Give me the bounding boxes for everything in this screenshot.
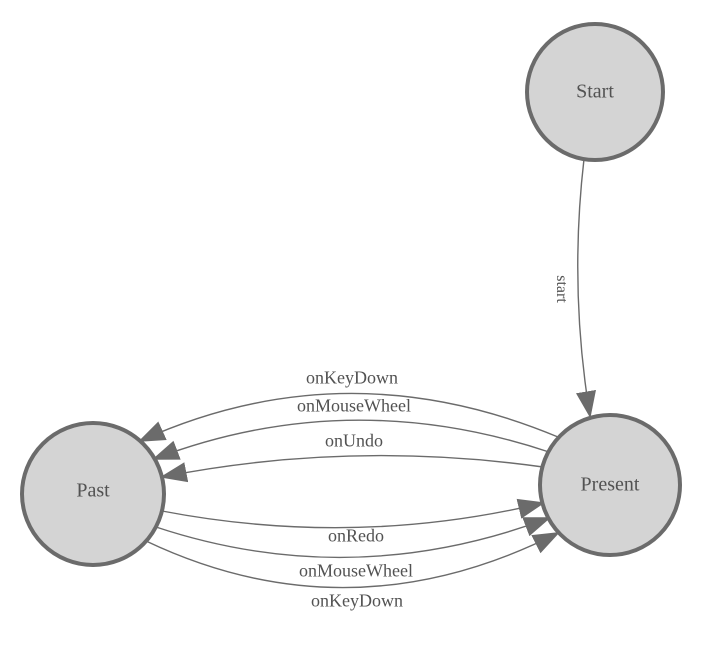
edge-present-to-past-onundo (159, 454, 544, 483)
node-past[interactable] (20, 421, 166, 567)
edge-label-start: start (553, 275, 570, 303)
edge-label-onmousewheel-bottom: onMouseWheel (299, 560, 413, 581)
edge-label-onundo: onUndo (325, 430, 383, 451)
node-start[interactable] (525, 22, 665, 162)
edge-past-to-present-onredo (161, 498, 546, 529)
edge-label-onmousewheel-top: onMouseWheel (297, 395, 411, 416)
edge-past-to-present-onkeydown (145, 531, 561, 589)
edge-present-to-past-onkeydown (137, 392, 559, 442)
edge-past-to-present-onmousewheel (155, 517, 552, 559)
edge-label-onkeydown-top: onKeyDown (306, 367, 398, 388)
node-label-present: Present (580, 473, 640, 496)
edge-start-to-present (576, 158, 596, 419)
edge-label-onkeydown-bottom: onKeyDown (311, 590, 403, 611)
node-label-start: Start (576, 80, 614, 103)
node-present[interactable] (538, 413, 682, 557)
edge-present-to-past-onmousewheel (151, 419, 550, 460)
edge-label-onredo: onRedo (328, 525, 384, 546)
node-label-past: Past (76, 479, 110, 502)
